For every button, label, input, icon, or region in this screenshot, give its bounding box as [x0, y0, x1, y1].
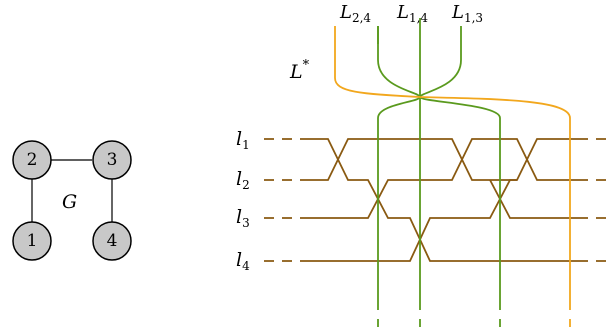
label-L14-sub: 1,4	[409, 11, 428, 25]
label-l4: l4	[236, 249, 250, 273]
brown-strand-b	[302, 138, 578, 181]
label-l3: l3	[236, 206, 250, 230]
graph-g: 2 3 1 4 G	[12, 140, 132, 261]
node-2-label: 2	[27, 150, 38, 170]
label-l1: l1	[236, 128, 250, 152]
label-l4-sub: 4	[242, 259, 250, 273]
label-L14-base: L	[396, 2, 409, 23]
brown-strand-e	[489, 179, 578, 219]
label-l2-sub: 2	[242, 178, 250, 192]
label-L13-base: L	[451, 2, 464, 23]
label-Lstar: L*	[289, 58, 310, 83]
label-l3-sub: 3	[242, 216, 250, 230]
label-l3-base: l	[236, 206, 242, 228]
node-1: 1	[12, 221, 52, 261]
Lstar-path	[334, 26, 571, 302]
brown-strand-a	[302, 138, 578, 262]
label-L13: L1,3	[451, 2, 483, 25]
graph-label: G	[62, 191, 77, 213]
label-L24: L2,4	[339, 2, 371, 25]
node-4: 4	[92, 221, 132, 261]
node-1-label: 1	[27, 231, 38, 251]
node-2: 2	[12, 140, 52, 180]
node-3-label: 3	[107, 150, 118, 170]
label-l1-sub: 1	[242, 138, 250, 152]
node-3-circle	[92, 140, 132, 180]
brown-strand-c	[302, 138, 578, 219]
node-4-circle	[92, 221, 132, 261]
label-L14: L1,4	[396, 2, 428, 25]
label-l1-base: l	[236, 128, 242, 150]
node-1-circle	[12, 221, 52, 261]
label-L24-base: L	[339, 2, 352, 23]
label-L13-sub: 1,3	[464, 11, 483, 25]
label-l4-base: l	[236, 249, 242, 271]
node-3: 3	[92, 140, 132, 180]
horizontal-lines	[264, 138, 614, 262]
label-Lstar-sup: *	[303, 58, 310, 73]
vertical-lines	[377, 18, 501, 330]
label-l2-base: l	[236, 168, 242, 190]
brown-strand-d	[302, 179, 517, 262]
line-labels: L2,4 L1,4 L1,3 L* l1 l2 l3 l4	[236, 2, 483, 273]
label-L24-sub: 2,4	[352, 11, 371, 25]
node-4-label: 4	[107, 231, 118, 251]
special-line	[334, 26, 571, 330]
label-l2: l2	[236, 168, 250, 192]
label-Lstar-base: L	[289, 61, 303, 83]
node-2-circle	[12, 140, 52, 180]
